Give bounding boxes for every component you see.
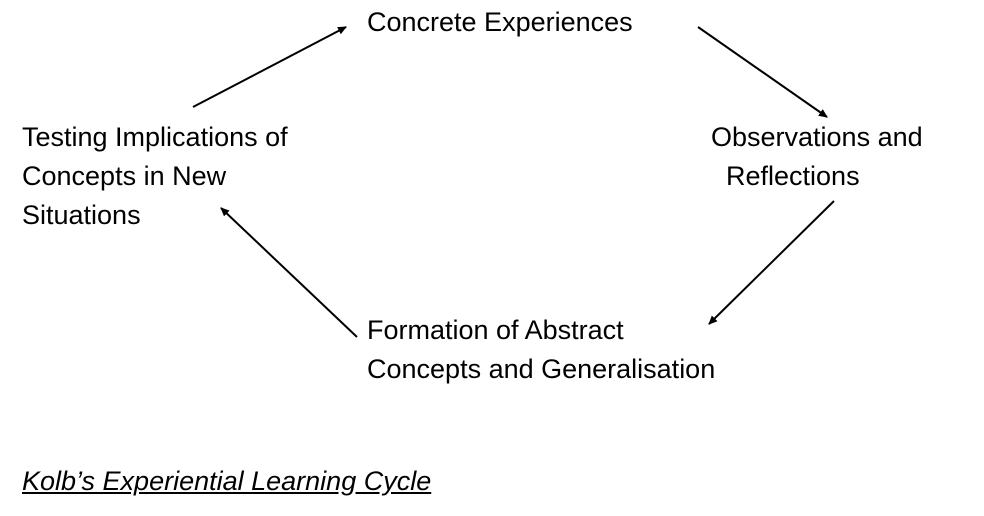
node-label-line: Formation of Abstract <box>367 315 624 345</box>
arrow-concrete-to-observations <box>697 26 828 118</box>
diagram-caption: Kolb’s Experiential Learning Cycle <box>22 466 432 496</box>
node-label-line: Observations and <box>711 122 923 152</box>
node-label-line: Concepts in New <box>22 161 227 191</box>
node-label-line: Concrete Experiences <box>367 7 633 37</box>
arrow-testing-to-concrete <box>192 26 347 108</box>
node-label-line: Reflections <box>726 161 860 191</box>
node-observations-and-reflections: Observations and Reflections <box>711 118 923 196</box>
node-label-line: Situations <box>22 200 141 230</box>
node-testing-implications: Testing Implications of Concepts in New … <box>22 118 288 235</box>
arrow-observations-to-formation <box>708 200 835 325</box>
node-label-line: Testing Implications of <box>22 122 288 152</box>
node-concrete-experiences: Concrete Experiences <box>367 3 633 42</box>
node-label-line: Concepts and Generalisation <box>367 354 716 384</box>
node-formation-of-abstract-concepts: Formation of Abstract Concepts and Gener… <box>367 311 715 389</box>
arrow-formation-to-testing <box>220 207 358 338</box>
